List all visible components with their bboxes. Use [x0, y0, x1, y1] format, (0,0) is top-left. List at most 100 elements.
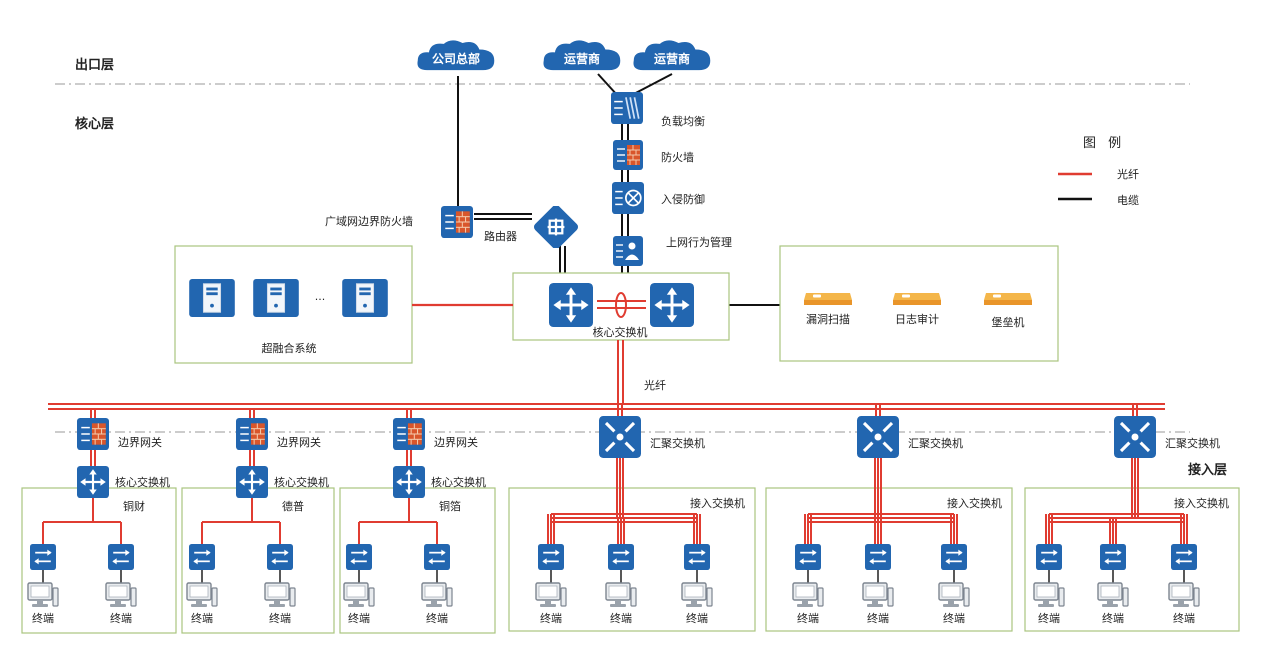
access-switch-icon: [424, 544, 450, 570]
core-fiber-link: [597, 300, 646, 309]
aggregation-sites: 汇聚交换机接入交换机终端终端终端汇聚交换机接入交换机终端终端终端汇聚交换机接入交…: [508, 404, 1240, 632]
branch-core-switch-icon: [234, 466, 270, 498]
access-layer-label: 接入层: [1188, 462, 1227, 478]
access-switch-icon: [189, 544, 215, 570]
behavior-management-icon: [611, 236, 645, 266]
hq-cloud: 公司总部: [417, 40, 495, 71]
exit-layer-label: 出口层: [75, 57, 114, 73]
terminal-label: 终端: [610, 611, 632, 625]
aggregation-switch-icon: [597, 416, 643, 458]
branch-core-label: 核心交换机: [431, 475, 486, 489]
gateway-firewall-icon: [392, 418, 426, 450]
access-switch-icon: [683, 544, 711, 570]
access-switch-icon: [1035, 544, 1063, 570]
terminal-label: 终端: [686, 611, 708, 625]
load-balancer-icon: [609, 92, 645, 124]
access-switch-icon: [940, 544, 968, 570]
gateway-firewall-icon: [235, 418, 269, 450]
aggregation-switch-label: 汇聚交换机: [908, 436, 963, 450]
core-layer-label: 核心层: [75, 116, 114, 132]
router-label: 路由器: [484, 229, 517, 243]
access-switch-label: 接入交换机: [690, 496, 745, 510]
hci-label: 超融合系统: [262, 341, 317, 355]
access-switch-icon: [537, 544, 565, 570]
access-switch-icon: [30, 544, 56, 570]
link-aggregation-icon: [615, 292, 627, 318]
log-audit-label: 日志审计: [895, 312, 939, 326]
terminal-label: 终端: [1173, 611, 1195, 625]
branch-core-label: 核心交换机: [115, 475, 170, 489]
firewall-label: 防火墙: [661, 150, 694, 164]
legend: 图 例 光纤 电缆: [1058, 136, 1139, 207]
fiber-trunk: [48, 340, 1165, 410]
access-switch-icon: [864, 544, 892, 570]
hci-ellipsis: ...: [315, 290, 326, 303]
access-switch-icon: [267, 544, 293, 570]
terminal-label: 终端: [32, 611, 54, 625]
isp-cloud-2-label: 运营商: [654, 51, 690, 66]
terminal-label: 终端: [269, 611, 291, 625]
branch-core-switch-icon: [75, 466, 111, 498]
legend-cable-label: 电缆: [1117, 194, 1139, 207]
terminal-label: 终端: [348, 611, 370, 625]
access-switch-icon: [1170, 544, 1198, 570]
branch-name: 铜财: [123, 499, 145, 513]
behavior-management-label: 上网行为管理: [666, 235, 732, 249]
aggregation-switch-label: 汇聚交换机: [650, 436, 705, 450]
branch-name: 德普: [282, 499, 304, 513]
terminal-label: 终端: [110, 611, 132, 625]
legend-title: 图 例: [1083, 136, 1125, 151]
gateway-label: 边界网关: [118, 435, 162, 449]
cable-lines: [457, 73, 780, 306]
branch-name: 铜箔: [439, 499, 461, 513]
terminal-label: 终端: [943, 611, 965, 625]
access-switch-icon: [607, 544, 635, 570]
firewall-icon: [611, 140, 645, 170]
access-switch-icon: [346, 544, 372, 570]
isp-cloud-1-label: 运营商: [564, 51, 600, 66]
terminal-label: 终端: [797, 611, 819, 625]
gateway-label: 边界网关: [434, 435, 478, 449]
access-switch-label: 接入交换机: [1174, 496, 1229, 510]
bastion-appliance-icon: [984, 293, 1032, 305]
server-icon: [341, 279, 389, 317]
ips-label: 入侵防御: [661, 192, 705, 206]
access-switch-icon: [108, 544, 134, 570]
branch-core-label: 核心交换机: [274, 475, 329, 489]
aggregation-switch-label: 汇聚交换机: [1165, 436, 1220, 450]
aggregation-site: 汇聚交换机接入交换机终端终端终端: [765, 404, 1013, 632]
access-switch-icon: [1099, 544, 1127, 570]
core-switch-icon: [547, 283, 595, 327]
core-switch-icon: [648, 283, 696, 327]
gateway-label: 边界网关: [277, 435, 321, 449]
terminal-label: 终端: [426, 611, 448, 625]
core-switch-label: 核心交换机: [593, 325, 648, 339]
aggregation-switch-icon: [855, 416, 901, 458]
terminal-label: 终端: [1102, 611, 1124, 625]
server-icon: [252, 279, 300, 317]
trunk-fiber-label: 光纤: [644, 378, 666, 392]
terminal-label: 终端: [191, 611, 213, 625]
server-icon: [188, 279, 236, 317]
legend-fiber-label: 光纤: [1117, 167, 1139, 181]
wan-firewall-icon: [440, 206, 474, 238]
branch-core-switch-icon: [391, 466, 427, 498]
terminal-label: 终端: [1038, 611, 1060, 625]
gateway-firewall-icon: [76, 418, 110, 450]
branch-sites: 边界网关核心交换机铜财终端终端边界网关核心交换机德普终端终端边界网关核心交换机铜…: [21, 409, 496, 634]
load-balancer-label: 负载均衡: [661, 114, 705, 128]
ips-icon: [610, 182, 646, 214]
router-icon: [530, 206, 582, 248]
bastion-label: 堡垒机: [992, 315, 1025, 329]
terminal-label: 终端: [540, 611, 562, 625]
wan-firewall-label: 广域网边界防火墙: [325, 214, 413, 228]
vuln-scan-appliance-icon: [804, 293, 852, 305]
aggregation-switch-icon: [1112, 416, 1158, 458]
terminal-label: 终端: [867, 611, 889, 625]
log-audit-appliance-icon: [893, 293, 941, 305]
